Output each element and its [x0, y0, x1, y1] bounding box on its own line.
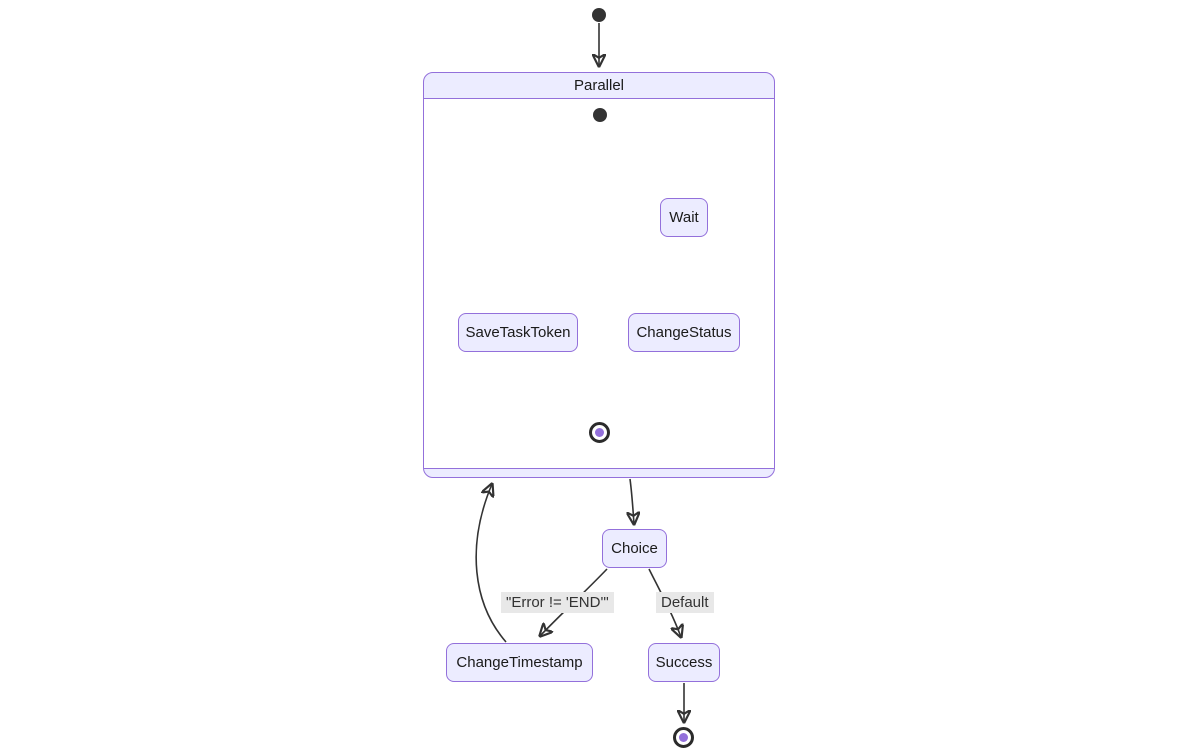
state-changestatus: ChangeStatus [628, 313, 740, 352]
edge-changetimestamp-to-parallel [475, 484, 507, 643]
state-choice: Choice [602, 529, 667, 568]
state-changetimestamp: ChangeTimestamp [446, 643, 593, 682]
state-success: Success [648, 643, 720, 682]
initial-state-dot [592, 8, 606, 22]
edge-label-error-condition: "Error != 'END'" [501, 592, 614, 613]
state-savetasktoken: SaveTaskToken [458, 313, 578, 352]
final-state-core [679, 733, 688, 742]
parallel-final-state-core [595, 428, 604, 437]
state-parallel-body [424, 99, 774, 469]
edge-parallel-to-choice [630, 478, 634, 524]
state-success-label: Success [655, 654, 713, 671]
state-parallel: Parallel [423, 72, 775, 478]
state-changestatus-label: ChangeStatus [636, 324, 732, 341]
state-wait: Wait [660, 198, 708, 237]
parallel-initial-state-dot [593, 108, 607, 122]
final-state [673, 727, 694, 748]
parallel-final-state [589, 422, 610, 443]
state-savetasktoken-label: SaveTaskToken [465, 324, 571, 341]
edge-label-default: Default [656, 592, 714, 613]
state-wait-label: Wait [669, 209, 699, 226]
state-changetimestamp-label: ChangeTimestamp [456, 654, 583, 671]
state-parallel-title: Parallel [424, 73, 774, 99]
state-choice-label: Choice [611, 540, 658, 557]
